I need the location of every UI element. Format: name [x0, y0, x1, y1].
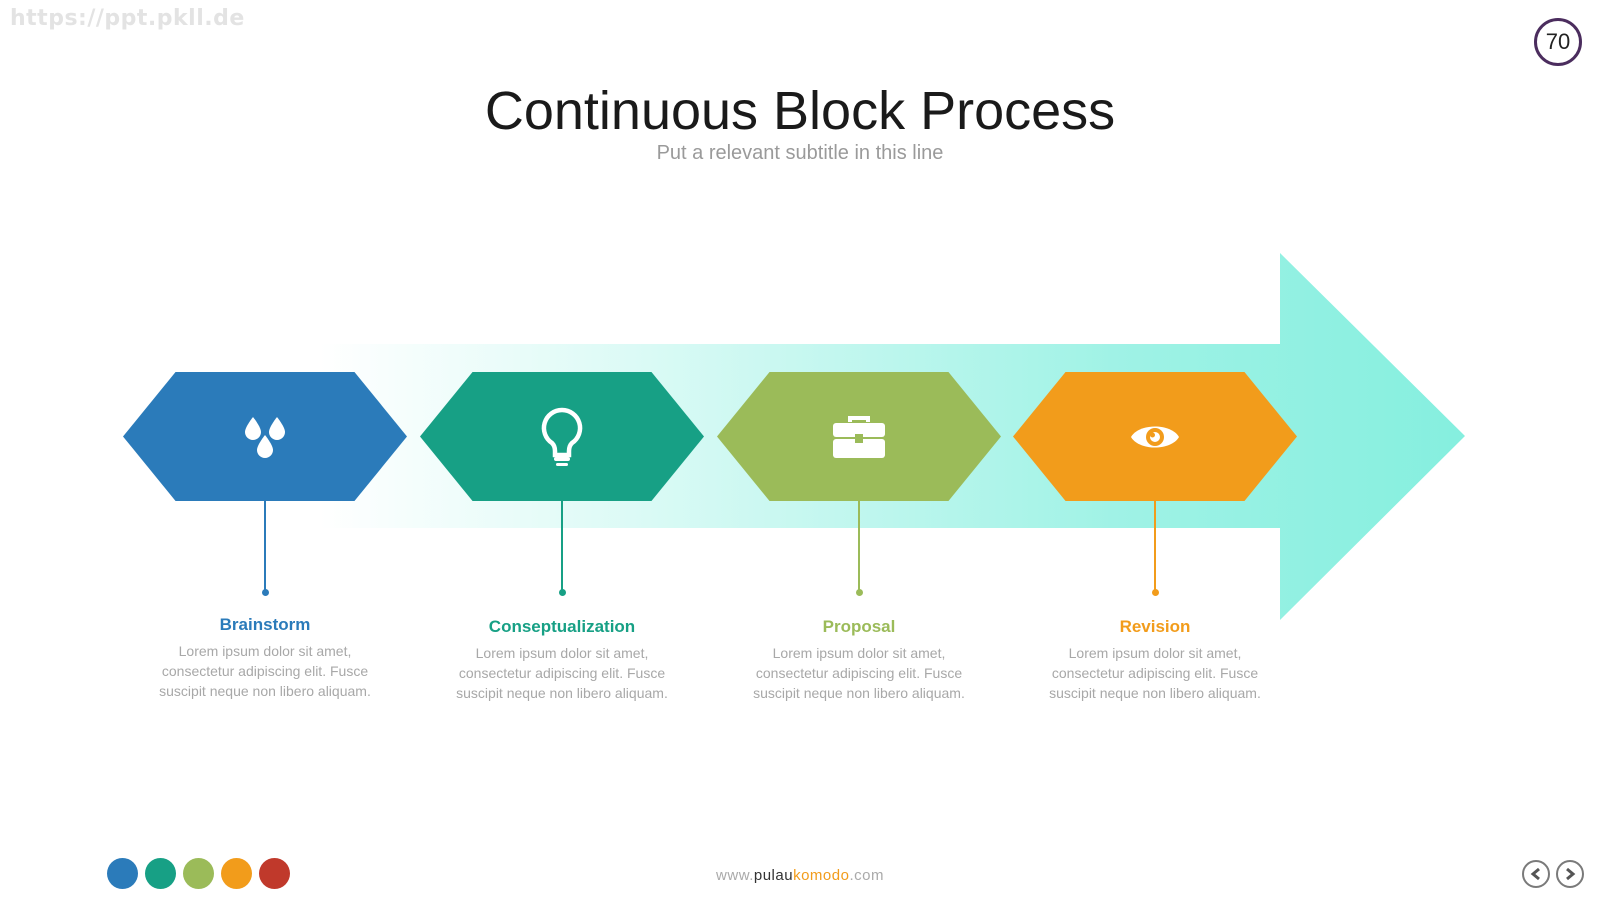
watermark-url: https://ppt.pkll.de	[10, 6, 245, 31]
eye-icon	[1129, 420, 1181, 454]
footer-url-suffix: .com	[849, 867, 884, 884]
step-description-line: suscipit neque non libero aliquam.	[753, 685, 965, 701]
chevron-right-icon	[1566, 867, 1576, 881]
step-connector-proposal	[858, 500, 860, 591]
palette-dot	[145, 858, 176, 889]
slide-subtitle: Put a relevant subtitle in this line	[656, 142, 944, 164]
step-connector-brainstorm	[264, 500, 266, 591]
step-description-brainstorm: Lorem ipsum dolor sit amet, consectetur a…	[135, 641, 395, 701]
step-hexagon-conseptualization	[420, 372, 704, 501]
palette-dot	[183, 858, 214, 889]
step-connector-conseptualization	[561, 500, 563, 591]
step-description-proposal: Lorem ipsum dolor sit amet, consectetur a…	[729, 643, 989, 703]
step-title-brainstorm: Brainstorm	[219, 615, 311, 634]
step-dot-revision	[1151, 589, 1159, 596]
palette-dot	[107, 858, 138, 889]
step-description-line: Lorem ipsum dolor sit amet,	[1068, 645, 1242, 661]
step-description-line: suscipit neque non libero aliquam.	[1049, 685, 1261, 701]
step-title-proposal: Proposal	[822, 617, 896, 636]
step-description-conseptualization: Lorem ipsum dolor sit amet, consectetur a…	[432, 643, 692, 703]
step-connector-revision	[1154, 500, 1156, 591]
step-dot-proposal	[855, 589, 863, 596]
palette-dot	[259, 858, 290, 889]
footer-url-bold: pulau	[753, 867, 794, 884]
step-description-line: suscipit neque non libero aliquam.	[456, 685, 668, 701]
footer-url[interactable]: www.pulaukomodo.com	[0, 867, 1600, 884]
briefcase-icon	[831, 414, 887, 460]
lightbulb-icon	[540, 407, 584, 467]
step-hexagon-proposal	[717, 372, 1001, 501]
chevron-left-icon	[1530, 867, 1540, 881]
step-description-line: Lorem ipsum dolor sit amet,	[772, 645, 946, 661]
step-description-line: consectetur adipiscing elit. Fusce	[458, 665, 666, 681]
footer-url-prefix: www.	[716, 867, 754, 884]
step-description-revision: Lorem ipsum dolor sit amet, consectetur a…	[1025, 643, 1285, 703]
prev-slide-button[interactable]	[1522, 860, 1550, 888]
step-description-line: Lorem ipsum dolor sit amet,	[475, 645, 649, 661]
footer-url-accent: komodo	[793, 867, 850, 884]
palette-dot	[221, 858, 252, 889]
step-hexagon-revision	[1013, 372, 1297, 501]
water-drops-icon	[241, 413, 289, 461]
page-number-badge: 70	[1534, 18, 1582, 66]
color-palette	[107, 858, 290, 889]
step-description-line: consectetur adipiscing elit. Fusce	[161, 663, 369, 679]
step-title-revision: Revision	[1119, 617, 1191, 636]
next-slide-button[interactable]	[1556, 860, 1584, 888]
step-description-line: Lorem ipsum dolor sit amet,	[178, 643, 352, 659]
step-title-conseptualization: Conseptualization	[488, 617, 636, 636]
step-description-line: consectetur adipiscing elit. Fusce	[1051, 665, 1259, 681]
step-description-line: suscipit neque non libero aliquam.	[159, 683, 371, 699]
step-dot-conseptualization	[558, 589, 566, 596]
step-description-line: consectetur adipiscing elit. Fusce	[755, 665, 963, 681]
slide-title: Continuous Block Process	[484, 81, 1116, 141]
step-dot-brainstorm	[261, 589, 269, 596]
step-hexagon-brainstorm	[123, 372, 407, 501]
